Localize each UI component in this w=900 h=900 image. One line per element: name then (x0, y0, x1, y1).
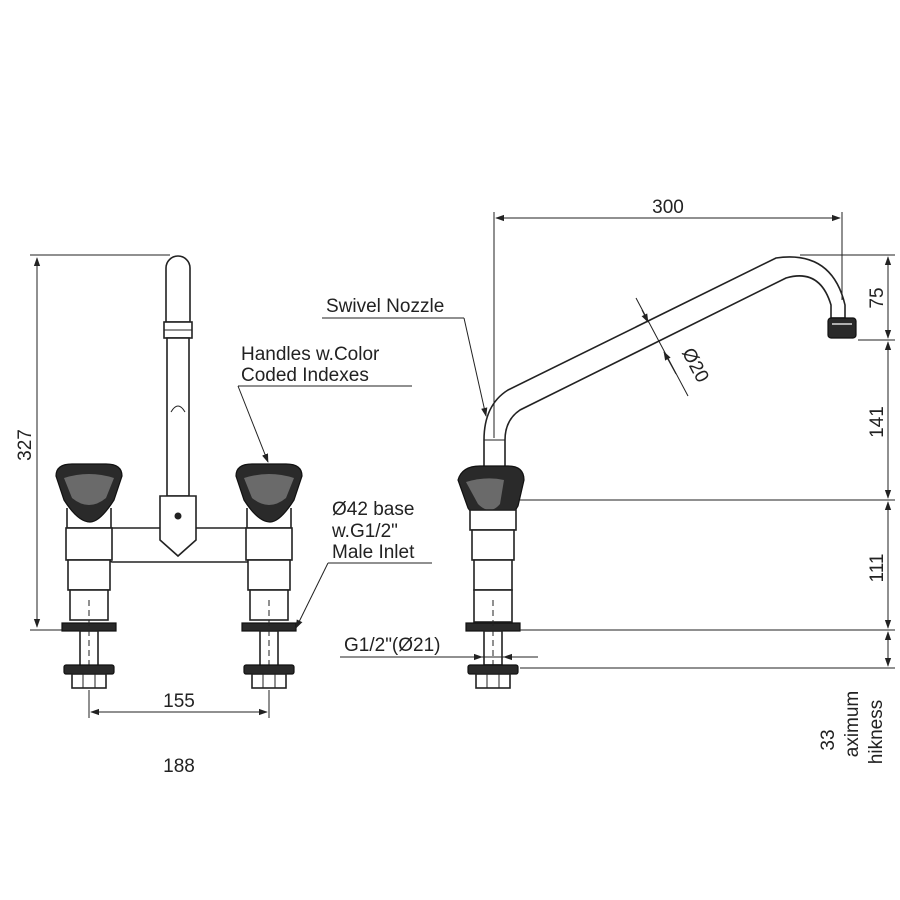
side-valve-middle (473, 559, 513, 591)
base-label-line2: w.G1/2" (331, 521, 398, 542)
handles-leader (237, 385, 269, 463)
center-screw-icon (174, 512, 182, 520)
handles-label-line1: Handles w.Color (241, 344, 380, 365)
right-valve-middle (247, 559, 291, 591)
riser-tip (165, 255, 191, 323)
handle-to-spout-label: 141 (867, 406, 888, 438)
side-view: 300 75 141 111 33 aximum hikness G1/2"(Ø… (322, 197, 895, 764)
base-label-line1: Ø42 base (332, 499, 414, 520)
left-valve-upper (65, 527, 113, 561)
inlet-spacing-label: 155 (163, 691, 195, 712)
front-view: 327 (15, 254, 432, 777)
left-valve-middle (67, 559, 111, 591)
side-washer (467, 664, 519, 675)
diameter-arrow-top (641, 309, 649, 323)
riser-tube (166, 337, 190, 497)
base-leader (295, 562, 329, 629)
handles-label-line2: Coded Indexes (241, 365, 369, 386)
side-nut (475, 673, 511, 689)
center-block (159, 495, 197, 558)
maximum-partial-label: aximum (842, 691, 863, 758)
right-washer (243, 664, 295, 675)
swivel-label: Swivel Nozzle (326, 296, 444, 317)
handle-height-label: 111 (867, 554, 888, 583)
aerator-icon (827, 317, 857, 339)
spout-reach-label: 300 (652, 197, 684, 218)
side-inlet-shank (483, 630, 503, 666)
side-valve-top (469, 509, 517, 531)
bottom-partial-label: 188 (163, 756, 195, 777)
overall-height-label: 327 (15, 429, 36, 461)
base-label-line3: Male Inlet (332, 542, 415, 563)
right-nut (251, 673, 287, 689)
thickness-partial-label: hikness (866, 700, 887, 764)
swivel-leader (463, 317, 488, 417)
left-nut (71, 673, 107, 689)
diameter-arrow-bottom (663, 351, 677, 375)
left-washer (63, 664, 115, 675)
swivel-spout (483, 256, 846, 469)
spout-diameter-label: Ø20 (677, 345, 712, 387)
max-thickness-value: 33 (818, 729, 839, 750)
spout-drop-label: 75 (867, 287, 888, 308)
side-valve-upper (471, 529, 515, 561)
side-handle-face (466, 478, 504, 510)
right-handle-face (244, 474, 294, 505)
inlet-label: G1/2"(Ø21) (344, 635, 441, 656)
left-handle-face (64, 474, 114, 505)
right-valve-upper (245, 527, 293, 561)
riser-highlight (170, 405, 186, 413)
